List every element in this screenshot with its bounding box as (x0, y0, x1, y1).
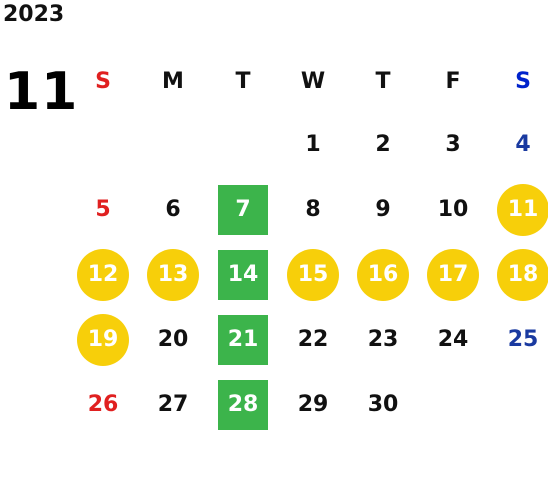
day-cell: 26 (68, 372, 138, 437)
day-cell: 13 (138, 242, 208, 307)
day-cell: 24 (418, 307, 488, 372)
day-number: 21 (227, 327, 259, 352)
day-number: 18 (507, 262, 539, 287)
green-square-marker (218, 184, 268, 235)
weekday-header-fri: F (445, 68, 461, 94)
day-number: 2 (375, 132, 391, 157)
day-cell: 19 (68, 307, 138, 372)
day-number: 30 (367, 392, 399, 417)
day-cell: 25 (488, 307, 548, 372)
yellow-circle-marker (357, 248, 409, 301)
day-cell: 21 (208, 307, 278, 372)
yellow-circle-marker (427, 248, 479, 301)
empty-day-cell (418, 372, 488, 437)
empty-day-cell (138, 112, 208, 177)
weekday-header-tue: T (235, 68, 251, 94)
day-number: 14 (227, 262, 259, 287)
day-number: 1 (305, 132, 321, 157)
day-cell: 6 (138, 177, 208, 242)
day-number: 27 (157, 392, 189, 417)
day-cell: 3 (418, 112, 488, 177)
day-cell: 10 (418, 177, 488, 242)
day-cell: 11 (488, 177, 548, 242)
yellow-circle-marker (287, 248, 339, 301)
year-label: 2023 (3, 2, 65, 27)
empty-day-cell (68, 112, 138, 177)
weekday-header-wed: W (300, 68, 326, 94)
day-cell: 30 (348, 372, 418, 437)
green-square-marker (218, 314, 268, 365)
yellow-circle-marker (497, 183, 548, 236)
empty-day-cell (208, 112, 278, 177)
day-number: 24 (437, 327, 469, 352)
day-number: 4 (515, 132, 531, 157)
day-cell: 12 (68, 242, 138, 307)
day-number: 9 (375, 197, 391, 222)
yellow-circle-marker (147, 248, 199, 301)
day-number: 29 (297, 392, 329, 417)
day-cell: 28 (208, 372, 278, 437)
yellow-circle-marker (497, 248, 548, 301)
weekday-header-thu: T (375, 68, 391, 94)
day-cell: 7 (208, 177, 278, 242)
day-number: 19 (87, 327, 119, 352)
day-cell: 9 (348, 177, 418, 242)
day-cell: 14 (208, 242, 278, 307)
day-cell: 22 (278, 307, 348, 372)
green-square-marker (218, 249, 268, 300)
yellow-circle-marker (77, 313, 129, 366)
day-cell: 18 (488, 242, 548, 307)
day-cell: 16 (348, 242, 418, 307)
day-cell: 1 (278, 112, 348, 177)
day-number: 11 (507, 197, 539, 222)
empty-day-cell (488, 372, 548, 437)
day-number: 17 (437, 262, 469, 287)
day-number: 8 (305, 197, 321, 222)
day-number: 28 (227, 392, 259, 417)
day-cell: 15 (278, 242, 348, 307)
day-number: 23 (367, 327, 399, 352)
day-cell: 4 (488, 112, 548, 177)
day-number: 5 (95, 197, 111, 222)
day-cell: 5 (68, 177, 138, 242)
day-cell: 20 (138, 307, 208, 372)
yellow-circle-marker (77, 248, 129, 301)
day-number: 13 (157, 262, 189, 287)
green-square-marker (218, 379, 268, 430)
day-number: 3 (445, 132, 461, 157)
day-number: 6 (165, 197, 181, 222)
day-number: 25 (507, 327, 539, 352)
weekday-header-sun: S (95, 68, 111, 94)
day-number: 10 (437, 197, 469, 222)
day-number: 12 (87, 262, 119, 287)
day-number: 22 (297, 327, 329, 352)
day-number: 15 (297, 262, 329, 287)
day-cell: 8 (278, 177, 348, 242)
weekday-header-sat: S (515, 68, 531, 94)
day-number: 7 (235, 197, 251, 222)
day-cell: 23 (348, 307, 418, 372)
day-number: 26 (87, 392, 119, 417)
month-number: 11 (4, 62, 79, 122)
day-cell: 27 (138, 372, 208, 437)
day-cell: 2 (348, 112, 418, 177)
weekday-header-mon: M (162, 68, 184, 94)
day-number: 16 (367, 262, 399, 287)
day-cell: 17 (418, 242, 488, 307)
day-number: 20 (157, 327, 189, 352)
day-cell: 29 (278, 372, 348, 437)
